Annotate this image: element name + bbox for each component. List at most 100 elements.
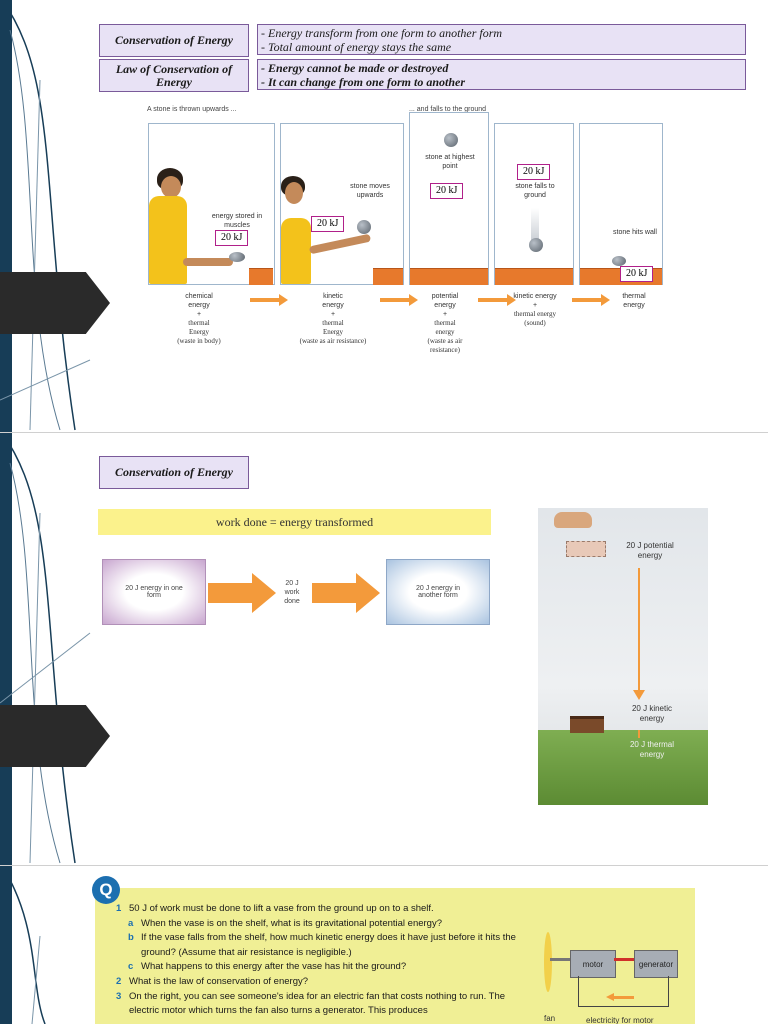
stage-3: potential energy + thermal energy (waste… [414, 292, 476, 355]
kj-box: 20 kJ [311, 216, 345, 232]
brick-wall [249, 268, 273, 285]
stage-thermal: thermal energy [513, 310, 557, 318]
slide-edge-bar [0, 866, 12, 1024]
stone [444, 133, 458, 147]
thermal-label: 20 J thermal energy [629, 740, 675, 759]
stage-energy: kinetic energy [322, 293, 344, 309]
panel-3: stone at highest point 20 kJ [409, 112, 489, 285]
decorative-lines [0, 0, 91, 431]
arrow-left-icon [606, 993, 614, 1001]
work-diagram: work done = energy transformed 20 J ener… [98, 509, 491, 629]
slide-2: Conservation of Energy work done = energ… [0, 433, 768, 865]
panel-2: stone moves upwards 20 kJ [280, 123, 404, 285]
kj-box: 20 kJ [517, 164, 551, 180]
stage-plus: + [330, 311, 336, 318]
slide-divider [0, 865, 768, 866]
stage-plus: + [196, 311, 202, 318]
arrow-down-icon [633, 690, 645, 700]
banner: work done = energy transformed [98, 509, 491, 535]
stage-4: kinetic energy + thermal energy (sound) [512, 292, 558, 328]
stage-1: chemical energy + thermal Energy (waste … [160, 292, 238, 346]
wire [668, 976, 669, 1006]
electricity-label: electricity for motor [586, 1016, 654, 1024]
def-line: - Total amount of energy stays the same [261, 40, 452, 54]
panel-4: 20 kJ stone falls to ground [494, 123, 574, 285]
kj-box: 20 kJ [430, 183, 464, 199]
arrow-right-icon [312, 573, 380, 613]
energy-box-right: 20 J energy in another form [386, 559, 490, 625]
stone-moves-label: stone moves upwards [350, 183, 390, 199]
stage-energy: kinetic energy [513, 293, 557, 300]
box-outline [566, 541, 606, 557]
fan-blade [544, 932, 552, 992]
potential-label: 20 J potential energy [626, 541, 674, 560]
stage-note: (sound) [524, 319, 546, 327]
stage-plus: + [532, 302, 538, 309]
decorative-lines [0, 433, 91, 864]
def-line: - It can change from one form to another [261, 75, 466, 89]
stage-plus: + [442, 311, 448, 318]
stone [529, 238, 543, 252]
def-line: - Energy transform from one form to anot… [261, 26, 503, 40]
header-right: ... and falls to the ground [409, 106, 487, 113]
brick-wall [495, 268, 573, 285]
small-arrow [638, 730, 640, 738]
stage-energy: potential energy [431, 293, 459, 309]
wire [578, 976, 579, 1006]
stage-note: (waste in body) [177, 337, 221, 345]
stage-note: (waste as air resistance) [299, 337, 367, 345]
person-head [285, 182, 303, 204]
hand [554, 512, 592, 528]
stage-thermal: thermal Energy [322, 319, 344, 336]
stage-energy: thermal energy [622, 293, 646, 309]
stage-energy: chemical energy [185, 293, 213, 309]
decorative-lines [1, 866, 46, 1024]
stage-thermal: thermal energy [434, 319, 456, 336]
stage-note: (waste as air resistance) [427, 337, 463, 354]
kinetic-label: 20 J kinetic energy [631, 704, 673, 723]
stone [229, 252, 245, 262]
hits-label: stone hits wall [613, 229, 657, 236]
def-label-conservation: Conservation of Energy [99, 24, 249, 57]
wire [578, 1006, 669, 1007]
person-arm [308, 233, 372, 255]
current-arrow [612, 996, 634, 999]
coupling [614, 958, 634, 961]
person-body [149, 196, 187, 284]
grass [538, 730, 708, 805]
kj-box: 20 kJ [620, 266, 654, 282]
brick-wall [373, 268, 403, 285]
fan-shaft [550, 958, 572, 961]
energy-box-left: 20 J energy in one form [102, 559, 206, 625]
person-head [161, 176, 181, 198]
fan-diagram: motor generator fan electricity for moto… [540, 926, 690, 1024]
vase-drop-figure: 20 J potential energy 20 J kinetic energ… [538, 508, 708, 805]
generator-box: generator [634, 950, 678, 978]
def-label-law: Law of Conservation of Energy [99, 59, 249, 92]
arrow-right [380, 294, 418, 306]
box [570, 716, 604, 733]
work-done-label: 20 J work done [284, 580, 300, 605]
fan-label: fan [544, 1014, 556, 1023]
slide-divider [0, 432, 768, 433]
brick-wall [410, 268, 488, 285]
stage-2: kinetic energy + thermal Energy (waste a… [288, 292, 378, 346]
arrow-right [250, 294, 288, 306]
def-text-law: - Energy cannot be made or destroyed - I… [257, 59, 746, 90]
highest-label: stone at highest point [425, 154, 475, 170]
panel-1: energy stored in muscles 20 kJ [148, 123, 275, 285]
slide-title: Conservation of Energy [99, 456, 249, 489]
panel-5: stone hits wall [579, 123, 663, 285]
slide-tab-marker [0, 272, 110, 334]
falls-label: stone falls to ground [515, 183, 555, 199]
fall-arrow [638, 568, 640, 692]
slide-tab-marker [0, 705, 110, 767]
